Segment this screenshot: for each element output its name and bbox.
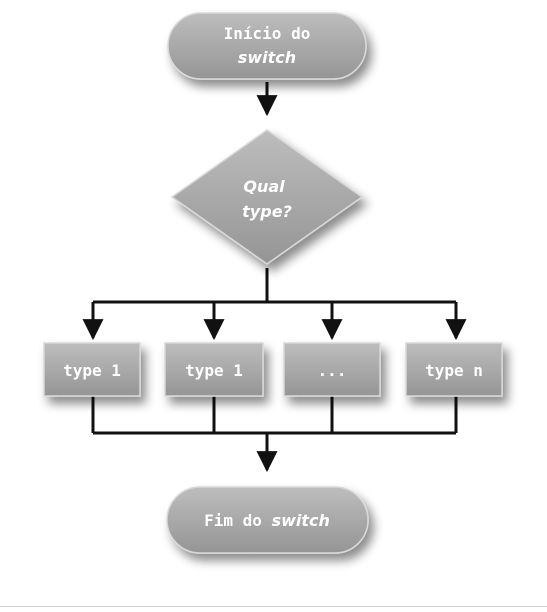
end-node [166,486,369,554]
start-label-line1: Início do [224,24,311,43]
case-box-2 [164,342,264,397]
case-box-4 [405,342,503,397]
decision-label-line1: Qual [243,177,285,196]
connectors [82,82,467,473]
decision-node [170,129,364,265]
case-box-1 [43,342,141,397]
end-label-emphasis: switch [272,511,330,530]
start-node [167,12,367,80]
bottom-divider [0,606,547,607]
case-label-3: ... [318,361,347,380]
start-label-line2: switch [238,48,296,67]
case-label-1: type 1 [63,361,121,380]
decision-label-line2: type? [242,202,292,221]
case-label-4: type n [425,361,483,380]
end-label-prefix: Fim do [204,511,271,530]
case-label-2: type 1 [185,361,243,380]
end-label: Fim do switch [204,511,330,530]
case-box-3 [283,342,381,397]
